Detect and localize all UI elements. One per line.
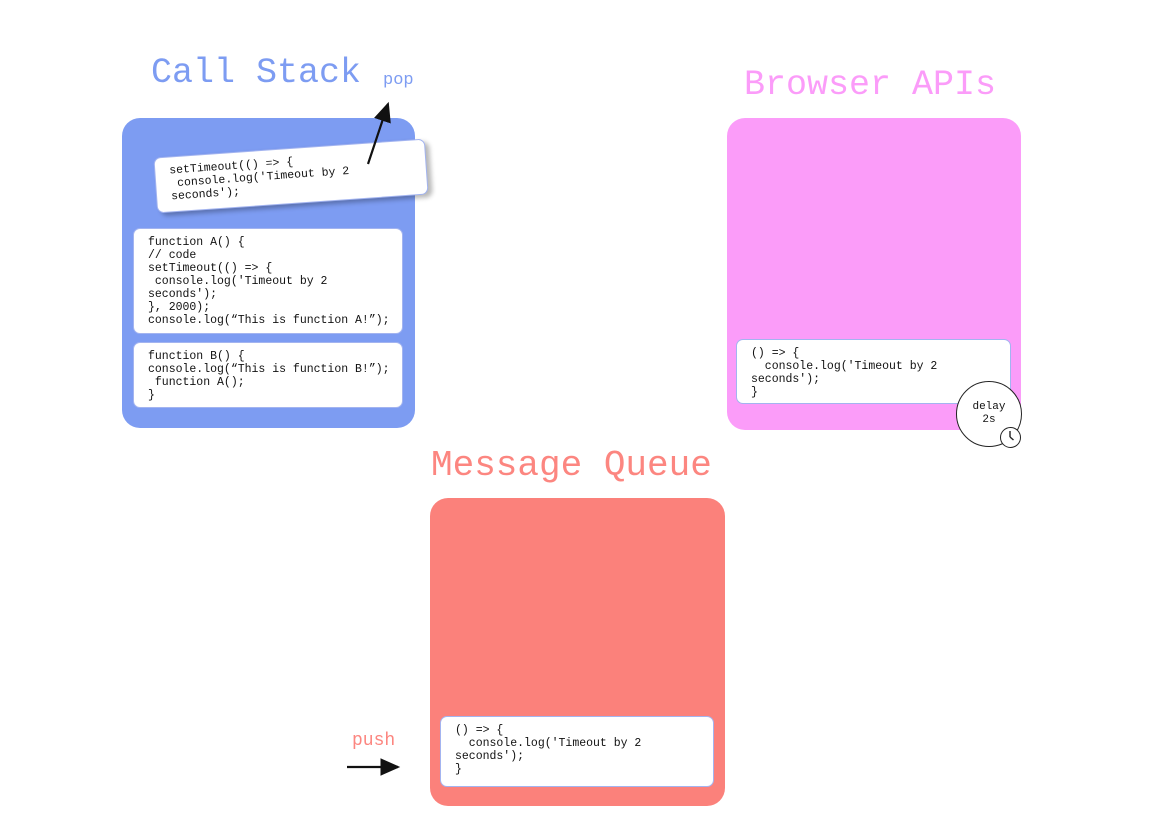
browser-apis-title: Browser APIs <box>744 65 997 105</box>
clock-icon <box>1000 427 1021 448</box>
browser-apis-box: () => { console.log('Timeout by 2 second… <box>727 118 1021 430</box>
function-a-card: function A() { // code setTimeout(() => … <box>133 228 403 334</box>
push-label: push <box>352 731 396 751</box>
call-stack-title: Call Stack <box>151 53 362 93</box>
function-b-card: function B() { console.log(“This is func… <box>133 342 403 408</box>
message-queue-box: () => { console.log('Timeout by 2 second… <box>430 498 725 806</box>
settimeout-popped-card: setTimeout(() => { console.log('Timeout … <box>153 138 429 214</box>
call-stack-box: setTimeout(() => { console.log('Timeout … <box>122 118 429 428</box>
pop-label: pop <box>383 71 414 90</box>
queue-callback-card: () => { console.log('Timeout by 2 second… <box>440 716 714 787</box>
message-queue-title: Message Queue <box>431 445 712 486</box>
